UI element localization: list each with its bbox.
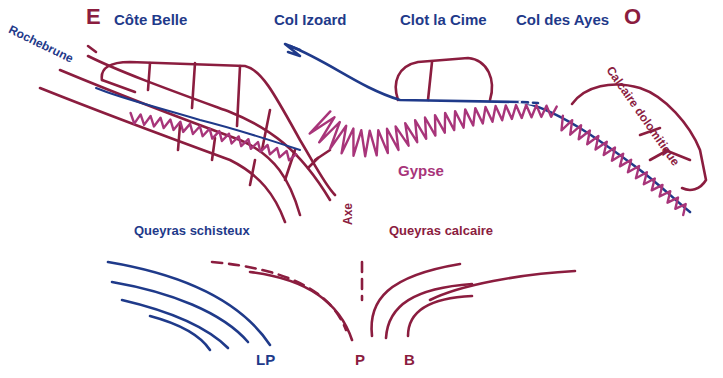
place-name: Col Izoard	[274, 12, 347, 27]
place-name: Clot la Cime	[400, 12, 487, 27]
axis-label: Axe	[342, 203, 354, 225]
rock-label: Gypse	[398, 163, 444, 178]
gypsum-texture	[562, 116, 686, 215]
unit-code: B	[404, 352, 415, 367]
unit-label: Queyras calcaire	[389, 224, 493, 237]
gypsum-texture	[310, 105, 557, 156]
unit-code: P	[355, 352, 365, 367]
gypsum-texture	[131, 113, 297, 160]
place-name: Rochebrune	[7, 23, 75, 64]
place-name: Col des Ayes	[516, 12, 609, 27]
place-name: Côte Belle	[114, 12, 187, 27]
unit-code: LP	[256, 352, 275, 367]
direction-letter: E	[86, 6, 101, 28]
unit-label: Queyras schisteux	[134, 224, 250, 237]
direction-letter: O	[624, 6, 641, 28]
